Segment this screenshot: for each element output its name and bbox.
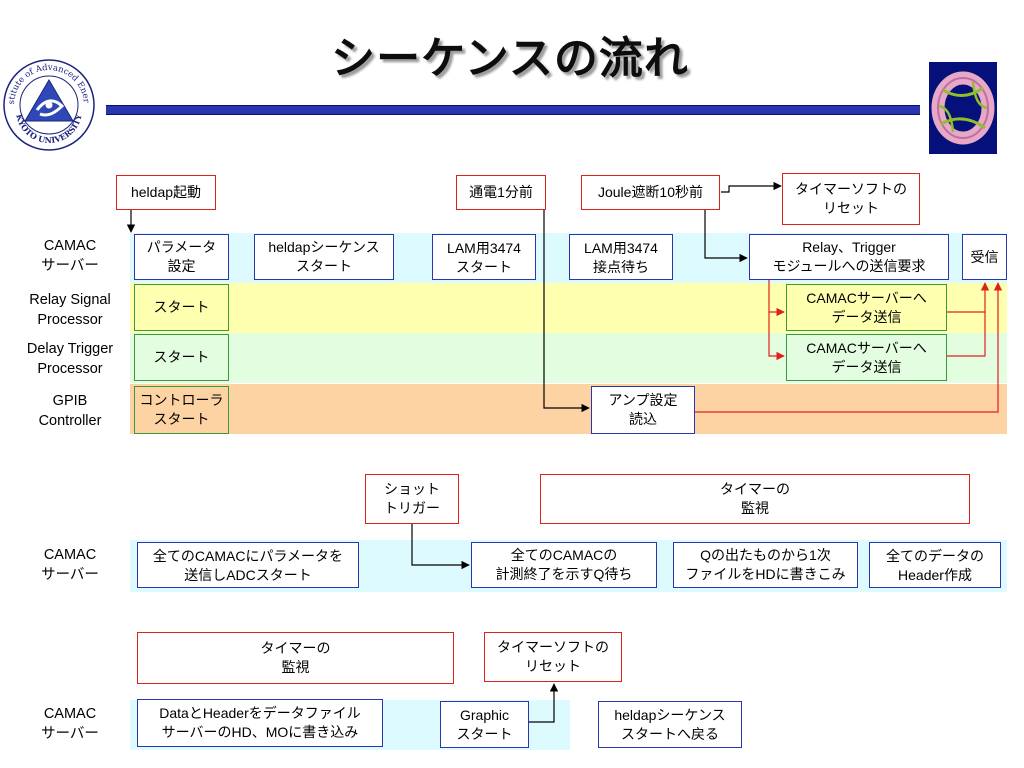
arrow-graphic-to-timer-reset: [529, 683, 559, 723]
timer-software-reset-box: タイマーソフトの リセット: [782, 173, 920, 225]
arrow-joule-to-send-request: [704, 210, 748, 263]
amp-setting-read-box: アンプ設定 読込: [591, 386, 695, 434]
institute-logo: Institute of Advanced Energy KYOTO UNIVE…: [0, 51, 96, 152]
row-label-delay-trigger-processor: Delay Trigger Processor: [26, 341, 114, 377]
timer-watch-box-2: タイマーの 監視: [137, 632, 454, 684]
page-title: シーケンスの流れ: [331, 33, 689, 84]
lam-3474-start-box: LAM用3474 スタート: [432, 234, 536, 280]
parameter-setting-box: パラメータ 設定: [134, 234, 229, 280]
joule-cutoff-trigger: Joule遮断10秒前: [581, 175, 720, 210]
delay-send-data-box: CAMACサーバーへ データ送信: [786, 334, 947, 381]
receive-box: 受信: [962, 234, 1007, 280]
arrow-amp-to-receive: [695, 282, 1003, 413]
return-to-heldap-start-box: heldapシーケンス スタートへ戻る: [598, 701, 742, 748]
relay-start-box: スタート: [134, 284, 229, 331]
wait-q-measurement-box: 全てのCAMACの 計測終了を示すQ待ち: [471, 542, 657, 588]
arrow-delay-to-receive: [947, 312, 986, 357]
relay-send-data-box: CAMACサーバーへ データ送信: [786, 284, 947, 331]
arrow-one-minute-to-amp: [543, 210, 590, 413]
lam-3474-contact-wait-box: LAM用3474 接点待ち: [569, 234, 673, 280]
row-label-gpib-controller: GPIB Controller: [38, 393, 102, 429]
write-data-header-server-box: DataとHeaderをデータファイル サーバーのHD、MOに書き込み: [137, 699, 383, 747]
relay-trigger-send-request-box: Relay、Trigger モジュールへの送信要求: [749, 234, 949, 280]
controller-start-box: コントローラ スタート: [134, 386, 229, 434]
timer-software-reset-box-2: タイマーソフトの リセット: [484, 632, 622, 682]
heldap-sequence-start-box: heldapシーケンス スタート: [254, 234, 394, 280]
one-minute-before-trigger: 通電1分前: [456, 175, 546, 210]
helical-device-image: [929, 62, 997, 154]
arrow-request-to-delay: [768, 312, 785, 361]
send-params-adc-start-box: 全てのCAMACにパラメータを 送信しADCスタート: [137, 542, 359, 588]
arrow-request-to-relay: [768, 280, 785, 317]
row-label-relay-signal-processor: Relay Signal Processor: [29, 292, 111, 328]
title-underline: [106, 105, 920, 115]
arrow-joule-to-timer-reset: [721, 181, 782, 193]
write-file-hd-box: Qの出たものから1次 ファイルをHDに書きこみ: [673, 542, 858, 588]
shot-trigger-box: ショット トリガー: [365, 474, 459, 524]
create-header-box: 全てのデータの Header作成: [869, 542, 1001, 588]
row-label-camac-server-2: CAMAC サーバー: [41, 547, 99, 583]
timer-watch-box: タイマーの 監視: [540, 474, 970, 524]
heldap-launch-trigger: heldap起動: [116, 175, 216, 210]
row-label-camac-server: CAMAC サーバー: [41, 238, 99, 274]
row-label-camac-server-3: CAMAC サーバー: [41, 706, 99, 742]
delay-start-box: スタート: [134, 334, 229, 381]
arrow-shot-trigger-to-wait: [411, 524, 470, 570]
arrow-relay-to-receive: [947, 282, 990, 313]
lane-gpib-controller: [130, 384, 1007, 434]
graphic-start-box: Graphic スタート: [440, 701, 529, 748]
